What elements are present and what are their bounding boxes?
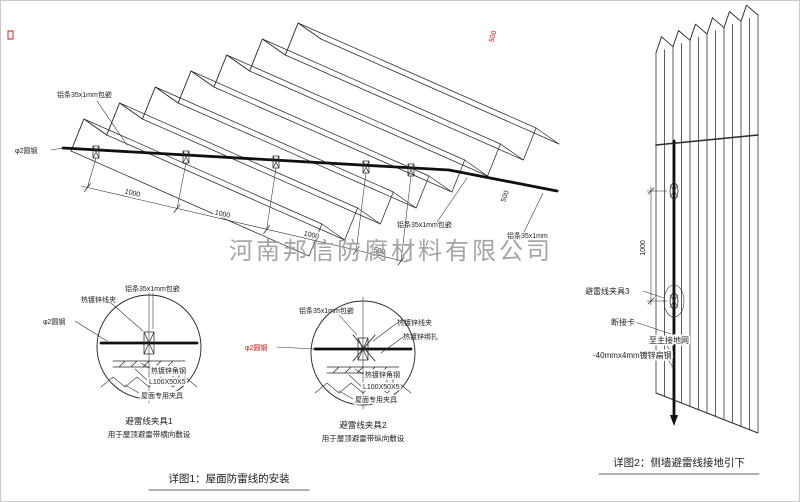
roof-rib-lines	[70, 22, 560, 257]
detail-1-title: 避雷线夹具1	[125, 416, 173, 426]
detail-2-clamp-label: 热镀锌线夹	[397, 318, 432, 327]
dimension-chain-line	[80, 185, 408, 263]
dimension-1000-a: 1000	[124, 188, 141, 198]
wall-dimension-1000: 1000	[640, 240, 647, 256]
company-watermark: 河南邦信防腐材料有限公司	[229, 238, 553, 265]
captions: 详图1：屋面防雷线的安装 详图2：侧墙避雷线接地引下	[148, 456, 760, 491]
detail-2-roof-profile	[314, 382, 412, 394]
detail-2-angle-steel	[326, 366, 400, 388]
roof-label-leader-lines	[50, 100, 544, 233]
wall-elevation-view: 1000 避雷线夹具3 断接卡 至主接地网 -40mmx4mm镀锌扁钢	[583, 4, 759, 434]
detail-2-leader-lines	[276, 314, 404, 400]
caption-detail-2: 详图2：侧墙避雷线接地引下	[613, 456, 745, 469]
wall-clamp3-label: 避雷线夹具3	[585, 286, 630, 296]
detail-2-binding-wires	[352, 334, 376, 362]
detail-circle-2: 铝条35x1mm包嵌 热镀锌线夹 热镀锌绑扎 φ2圆钢 热镀锌角钢 L100X5…	[245, 296, 438, 443]
wall-to-ground-label: 至主接地网	[649, 335, 689, 345]
detail-2-title: 避雷线夹具2	[339, 420, 387, 430]
roof-alu-strip-top-label: 铝条35x1mm包嵌	[57, 90, 112, 99]
roof-near-corrugation-edge	[70, 22, 322, 152]
wall-top-corrugation-edge	[655, 4, 759, 54]
detail-2-binding-label: 热镀锌绑扎	[403, 332, 438, 341]
detail-1-alu-strip-label: 铝条35x1mm包嵌	[125, 284, 180, 293]
detail-2-alu-strip-label: 铝条35x1mm包嵌	[299, 306, 354, 315]
dimension-500-edge: 500	[500, 190, 511, 203]
roof-isometric-view: 铝条35x1mm包嵌 φ2圆钢 铝条35x1mm包嵌 铝条35x1mm 1000…	[15, 22, 560, 266]
wall-dimension-lines	[646, 186, 668, 306]
detail-1-round-steel-label: φ2圆钢	[43, 317, 65, 326]
detail-2-subtitle: 用于屋顶避雷带纵向敷设	[322, 433, 405, 443]
roof-alu-strip-bottom-label: 铝条35x1mm包嵌	[397, 220, 452, 229]
wall-clamp-upper	[669, 182, 679, 200]
detail-2-roof-fixture-label: 屋面专用夹具	[355, 395, 397, 404]
dimension-500-top-red: 500	[489, 30, 499, 43]
detail-1-angle-steel	[112, 360, 186, 382]
ground-arrowhead	[670, 415, 678, 426]
lightning-conductor-line	[61, 146, 559, 193]
dimension-tick-marks	[84, 183, 405, 266]
detail-1-angle-spec-label: L100X50X5	[149, 379, 186, 386]
caption-detail-1: 详图1：屋面防雷线的安装	[168, 472, 290, 485]
wall-disconnect-label: 断接卡	[611, 317, 635, 327]
wall-corrugation-lines	[655, 14, 759, 434]
wall-clamp-upper-cross	[669, 184, 679, 198]
detail-2-angle-spec-label: L100X50X5	[363, 384, 400, 391]
wall-flat-steel-label: -40mmx4mm镀锌扁钢	[593, 350, 672, 360]
detail-1-roof-fixture-label: 屋面专用夹具	[141, 391, 183, 400]
detail-2-round-steel-label: φ2圆钢	[245, 343, 267, 352]
detail-1-clamp-label: 热镀锌线夹	[81, 295, 116, 304]
detail-1-leader-lines	[74, 292, 154, 394]
roof-round-steel-label: φ2圆钢	[15, 146, 37, 155]
detail-1-angle-steel-label: 热镀锌角钢	[151, 366, 186, 375]
conductor-clamp-symbols	[92, 145, 415, 177]
wall-label-leader-lines	[634, 290, 675, 370]
detail-2-angle-steel-label: 热镀锌角钢	[365, 370, 400, 379]
detail-1-clamp-symbol	[143, 331, 155, 355]
dimension-1000-b: 1000	[214, 209, 231, 219]
detail-1-roof-profile	[100, 376, 198, 388]
wall-clamp-lower	[669, 292, 679, 310]
wall-clamp-lower-cross	[669, 294, 679, 308]
wall-dimension-ticks	[647, 187, 655, 305]
detail-circle-1: 热镀锌线夹 铝条35x1mm包嵌 φ2圆钢 热镀锌角钢 L100X50X5 屋面…	[43, 282, 202, 439]
dimension-extension-lines	[87, 157, 412, 262]
roof-alu-strip-right-label: 铝条35x1mm	[507, 231, 548, 240]
red-stamp-mark	[7, 30, 14, 40]
detail-1-subtitle: 用于屋顶避雷带横向敷设	[108, 429, 191, 439]
